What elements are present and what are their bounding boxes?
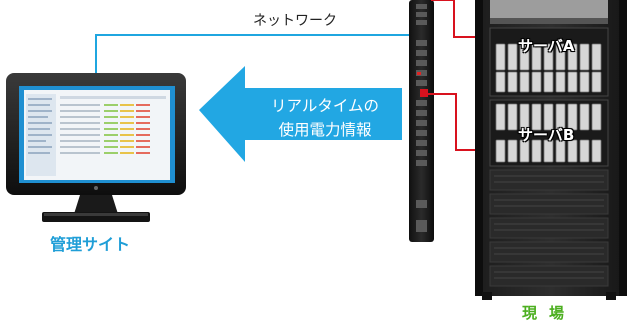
network-line [95, 34, 411, 73]
realtime-line-1: リアルタイムの [270, 97, 380, 115]
server-rack [475, 0, 627, 300]
pdu-power-strip [409, 0, 434, 242]
realtime-power-label: リアルタイムの 使用電力情報 [255, 94, 395, 142]
realtime-line-2: 使用電力情報 [278, 121, 372, 139]
site-label: 現場 [522, 304, 577, 322]
realtime-data-arrow [199, 66, 402, 162]
network-label: ネットワーク [253, 13, 337, 29]
admin-site-label: 管理サイト [50, 235, 131, 254]
server-b-label: サーバB [518, 126, 575, 144]
admin-monitor [6, 73, 186, 222]
server-a-label: サーバA [518, 37, 575, 55]
